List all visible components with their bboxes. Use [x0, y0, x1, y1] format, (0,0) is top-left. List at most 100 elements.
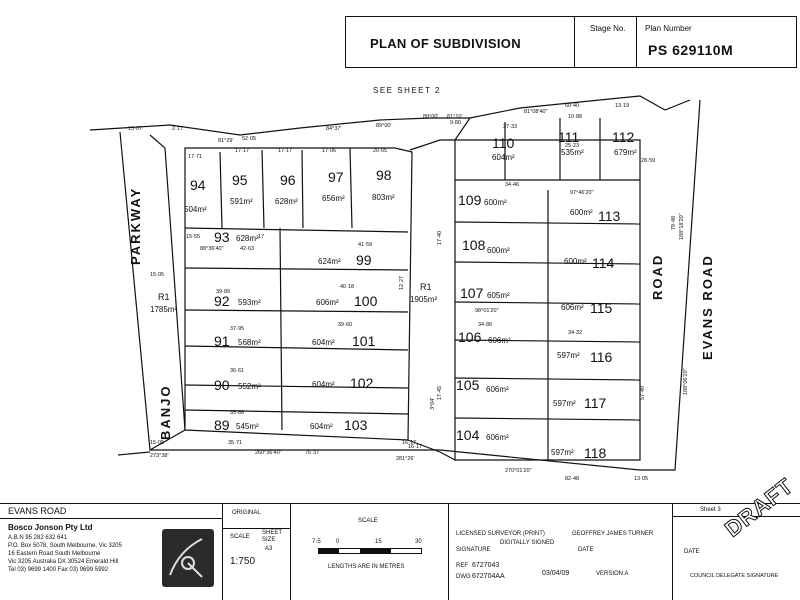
lot-area: 628m²: [275, 197, 298, 206]
dimension-label: 17·40: [437, 231, 443, 245]
dimension-label: 57·49: [640, 386, 646, 400]
dimension-label: 60·40: [565, 103, 579, 109]
plan-linework: [89, 95, 701, 471]
lot-area: 600m²: [564, 257, 587, 266]
dimension-label: 39·60: [338, 322, 352, 328]
lot-number: 109: [458, 192, 482, 208]
see-sheet-note: SEE SHEET 2: [373, 86, 441, 95]
dimension-label: 98°01'20": [475, 308, 499, 314]
lot-labels: 94 504m² 95 591m² 96 628m² 97 656m² 98 8…: [184, 129, 637, 461]
lot-area: 545m²: [236, 422, 259, 431]
dimension-label: 41·59: [358, 242, 372, 248]
dimension-label: 34·32: [568, 330, 582, 336]
lot-number: 92: [214, 293, 230, 309]
lot-area: 604m²: [312, 338, 335, 347]
subdivision-plan: PARKWAY BANJO ROAD EVANS ROAD R1 1785m² …: [89, 95, 715, 482]
date-label: DATE: [578, 547, 594, 553]
lot-area: 604m²: [492, 153, 515, 162]
dimension-label: 82·48: [565, 476, 579, 482]
lot-area: 606m²: [561, 303, 584, 312]
dimension-label: 273°38': [150, 453, 169, 459]
lot-number: 94: [190, 177, 206, 193]
lot-area: 656m²: [322, 194, 345, 203]
lot-number: 106: [458, 329, 482, 345]
signature-label: SIGNATURE: [456, 547, 491, 553]
lot-area: 679m²: [614, 148, 637, 157]
ref-number: 6727043: [472, 562, 500, 569]
lot-number: 99: [356, 252, 372, 268]
scale-label: SCALE: [230, 534, 250, 540]
dimension-label: 39·89: [216, 289, 230, 295]
drawing-scale: 1:750: [230, 556, 256, 567]
dimension-label: 97°46'20": [570, 190, 594, 196]
lot-number: 100: [354, 293, 378, 309]
dimension-label: 2·17: [172, 126, 183, 132]
lot-area: 597m²: [557, 351, 580, 360]
lot-area: 606m²: [486, 433, 509, 442]
dimension-label: 35·86: [230, 410, 244, 416]
logo-graphic-icon: [169, 538, 203, 578]
lot-area: 593m²: [238, 298, 261, 307]
plan-number: PS 629110M: [648, 42, 734, 58]
lot-number: 105: [456, 377, 480, 393]
footer-divider: [672, 504, 673, 600]
footer-divider: [222, 504, 223, 600]
lot-area: 591m²: [230, 197, 253, 206]
dimension-label: 9·80: [450, 120, 461, 126]
dimension-label: 17·45: [437, 386, 443, 400]
dwg-label: DWG: [456, 574, 471, 580]
plan-footer: EVANS ROAD Bosco Jonson Pty Ltd A.B.N 95…: [0, 473, 800, 600]
dimension-label: 260°36'40": [255, 450, 282, 456]
lot-number: 108: [462, 237, 486, 253]
lot-area: 568m²: [238, 338, 261, 347]
footer-road-name: EVANS ROAD: [8, 506, 67, 516]
lot-number: 89: [214, 417, 230, 433]
lot-area: 600m²: [484, 198, 507, 207]
company-address-2: Vic 3205 Australia DX 30524 Emerald Hill: [8, 559, 119, 565]
lot-number: 117: [584, 395, 607, 411]
footer-divider: [290, 504, 291, 600]
title-divider: [636, 17, 637, 67]
lot-number: 93: [214, 229, 230, 245]
dwg-number: 672704AA: [472, 573, 505, 580]
sheet-size-label: SHEET SIZE: [262, 530, 282, 543]
lot-area: 605m²: [487, 291, 510, 300]
dimension-label: 12·27: [399, 276, 405, 290]
dimension-label: 20·65: [373, 148, 387, 154]
lot-area: 600m²: [487, 246, 510, 255]
dimension-label: 3°04': [430, 398, 436, 410]
dimension-label: 10·88: [568, 114, 582, 120]
company-po-box: P.O. Box 5078, South Melbourne, Vic 3205: [8, 543, 122, 549]
digitally-signed: DIGITALLY SIGNED: [500, 540, 555, 546]
company-address: 16 Eastern Road South Melbourne: [8, 551, 101, 557]
dimension-label: 281°26': [396, 456, 415, 462]
dimension-label: 15·55: [186, 234, 200, 240]
dimension-label: 40·18: [340, 284, 354, 290]
reserve-area: 1785m²: [150, 305, 177, 314]
lot-area: 597m²: [551, 448, 574, 457]
dimension-label: 16·17: [402, 440, 416, 446]
sheet-number: Sheet 3: [700, 507, 721, 513]
plan-title: PLAN OF SUBDIVISION: [370, 36, 521, 51]
lot-number: 113: [598, 208, 621, 224]
scale-tick: 30: [415, 539, 422, 545]
dimension-label: 15·05: [150, 272, 164, 278]
dimension-label: 79·48: [671, 216, 677, 230]
company-phone: Tel 03) 9699 1400 Fax 03) 9699 5992: [8, 567, 109, 573]
lot-area: 597m²: [553, 399, 576, 408]
dimension-label: 13·19: [615, 103, 629, 109]
road-name-parkway: PARKWAY: [128, 187, 143, 265]
stage-label: Stage No.: [590, 24, 626, 33]
lot-area: 604m²: [310, 422, 333, 431]
drawing-date: 03/04/09: [542, 570, 570, 577]
dimension-label: 37·95: [230, 326, 244, 332]
dimension-label: 34·46: [505, 182, 519, 188]
dimension-label: 88°36'40": [200, 246, 224, 252]
dimension-label: 17·17: [235, 148, 249, 154]
dimension-label: 17: [258, 234, 264, 240]
sheet-size: A3: [265, 546, 273, 552]
company-name: Bosco Jonson Pty Ltd: [8, 523, 93, 532]
dimension-label: 76·37: [305, 450, 319, 456]
surveyor-label: LICENSED SURVEYOR (PRINT): [456, 531, 545, 537]
footer-divider: [448, 504, 449, 600]
